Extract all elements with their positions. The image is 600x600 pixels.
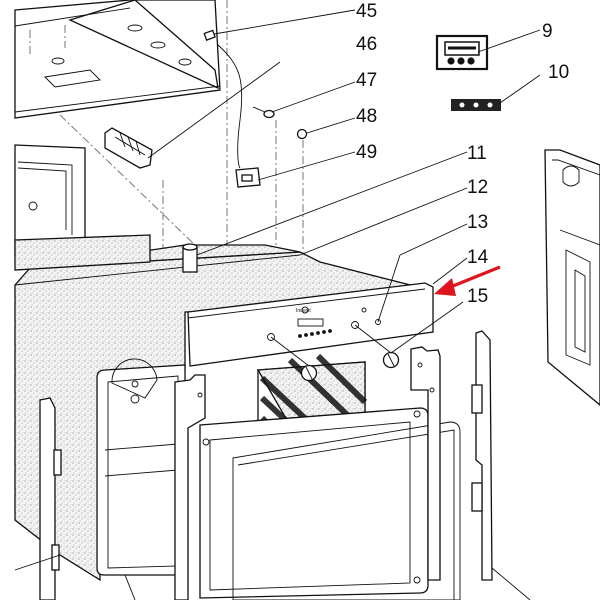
callout-12[interactable]: 12: [467, 177, 488, 198]
connector-box-part: [235, 167, 261, 188]
lamp-holder-part: [296, 128, 308, 140]
door-frame: [199, 407, 461, 600]
callout-15[interactable]: 15: [467, 286, 488, 307]
leader-lines: [14, 9, 541, 600]
cable-clip-part: [203, 29, 243, 169]
center-hinge: [174, 374, 206, 600]
callout-47[interactable]: 47: [356, 70, 377, 91]
knob-left-part: [300, 364, 318, 382]
rear-panel: [14, 144, 86, 256]
callout-11[interactable]: 11: [467, 143, 487, 164]
left-hinge: [39, 397, 62, 600]
thermal-fuse-part: [252, 106, 275, 119]
callout-10[interactable]: 10: [548, 62, 569, 83]
top-plate: [14, 0, 221, 119]
button-strip-part: [451, 99, 501, 111]
panel-brand-logo: Indesit: [296, 308, 311, 314]
callout-46[interactable]: 46: [356, 34, 377, 55]
callout-13[interactable]: 13: [467, 212, 488, 233]
oven-cavity-part: [14, 234, 431, 582]
right-door-bracket: [410, 346, 441, 581]
control-panel-part: Indesit: [187, 282, 434, 367]
right-hinge: [471, 330, 493, 581]
callout-45[interactable]: 45: [356, 1, 377, 22]
terminal-block-part: [104, 127, 153, 169]
callout-labels: 45 46 47 48 49 9 10 11 12 13 14 15: [356, 1, 569, 307]
knob-15-part: [382, 351, 400, 369]
callout-49[interactable]: 49: [356, 142, 377, 163]
highlight-arrow-icon: [434, 265, 501, 296]
assembly-line: [59, 114, 196, 246]
side-panel: [544, 149, 600, 406]
callout-14[interactable]: 14: [467, 247, 489, 268]
callout-48[interactable]: 48: [356, 106, 377, 127]
front-frame: [96, 358, 186, 576]
panel-buttons: [298, 329, 332, 338]
spacer-post-part: [182, 243, 198, 273]
callout-9[interactable]: 9: [542, 21, 553, 42]
electronic-timer-part: [435, 34, 489, 71]
